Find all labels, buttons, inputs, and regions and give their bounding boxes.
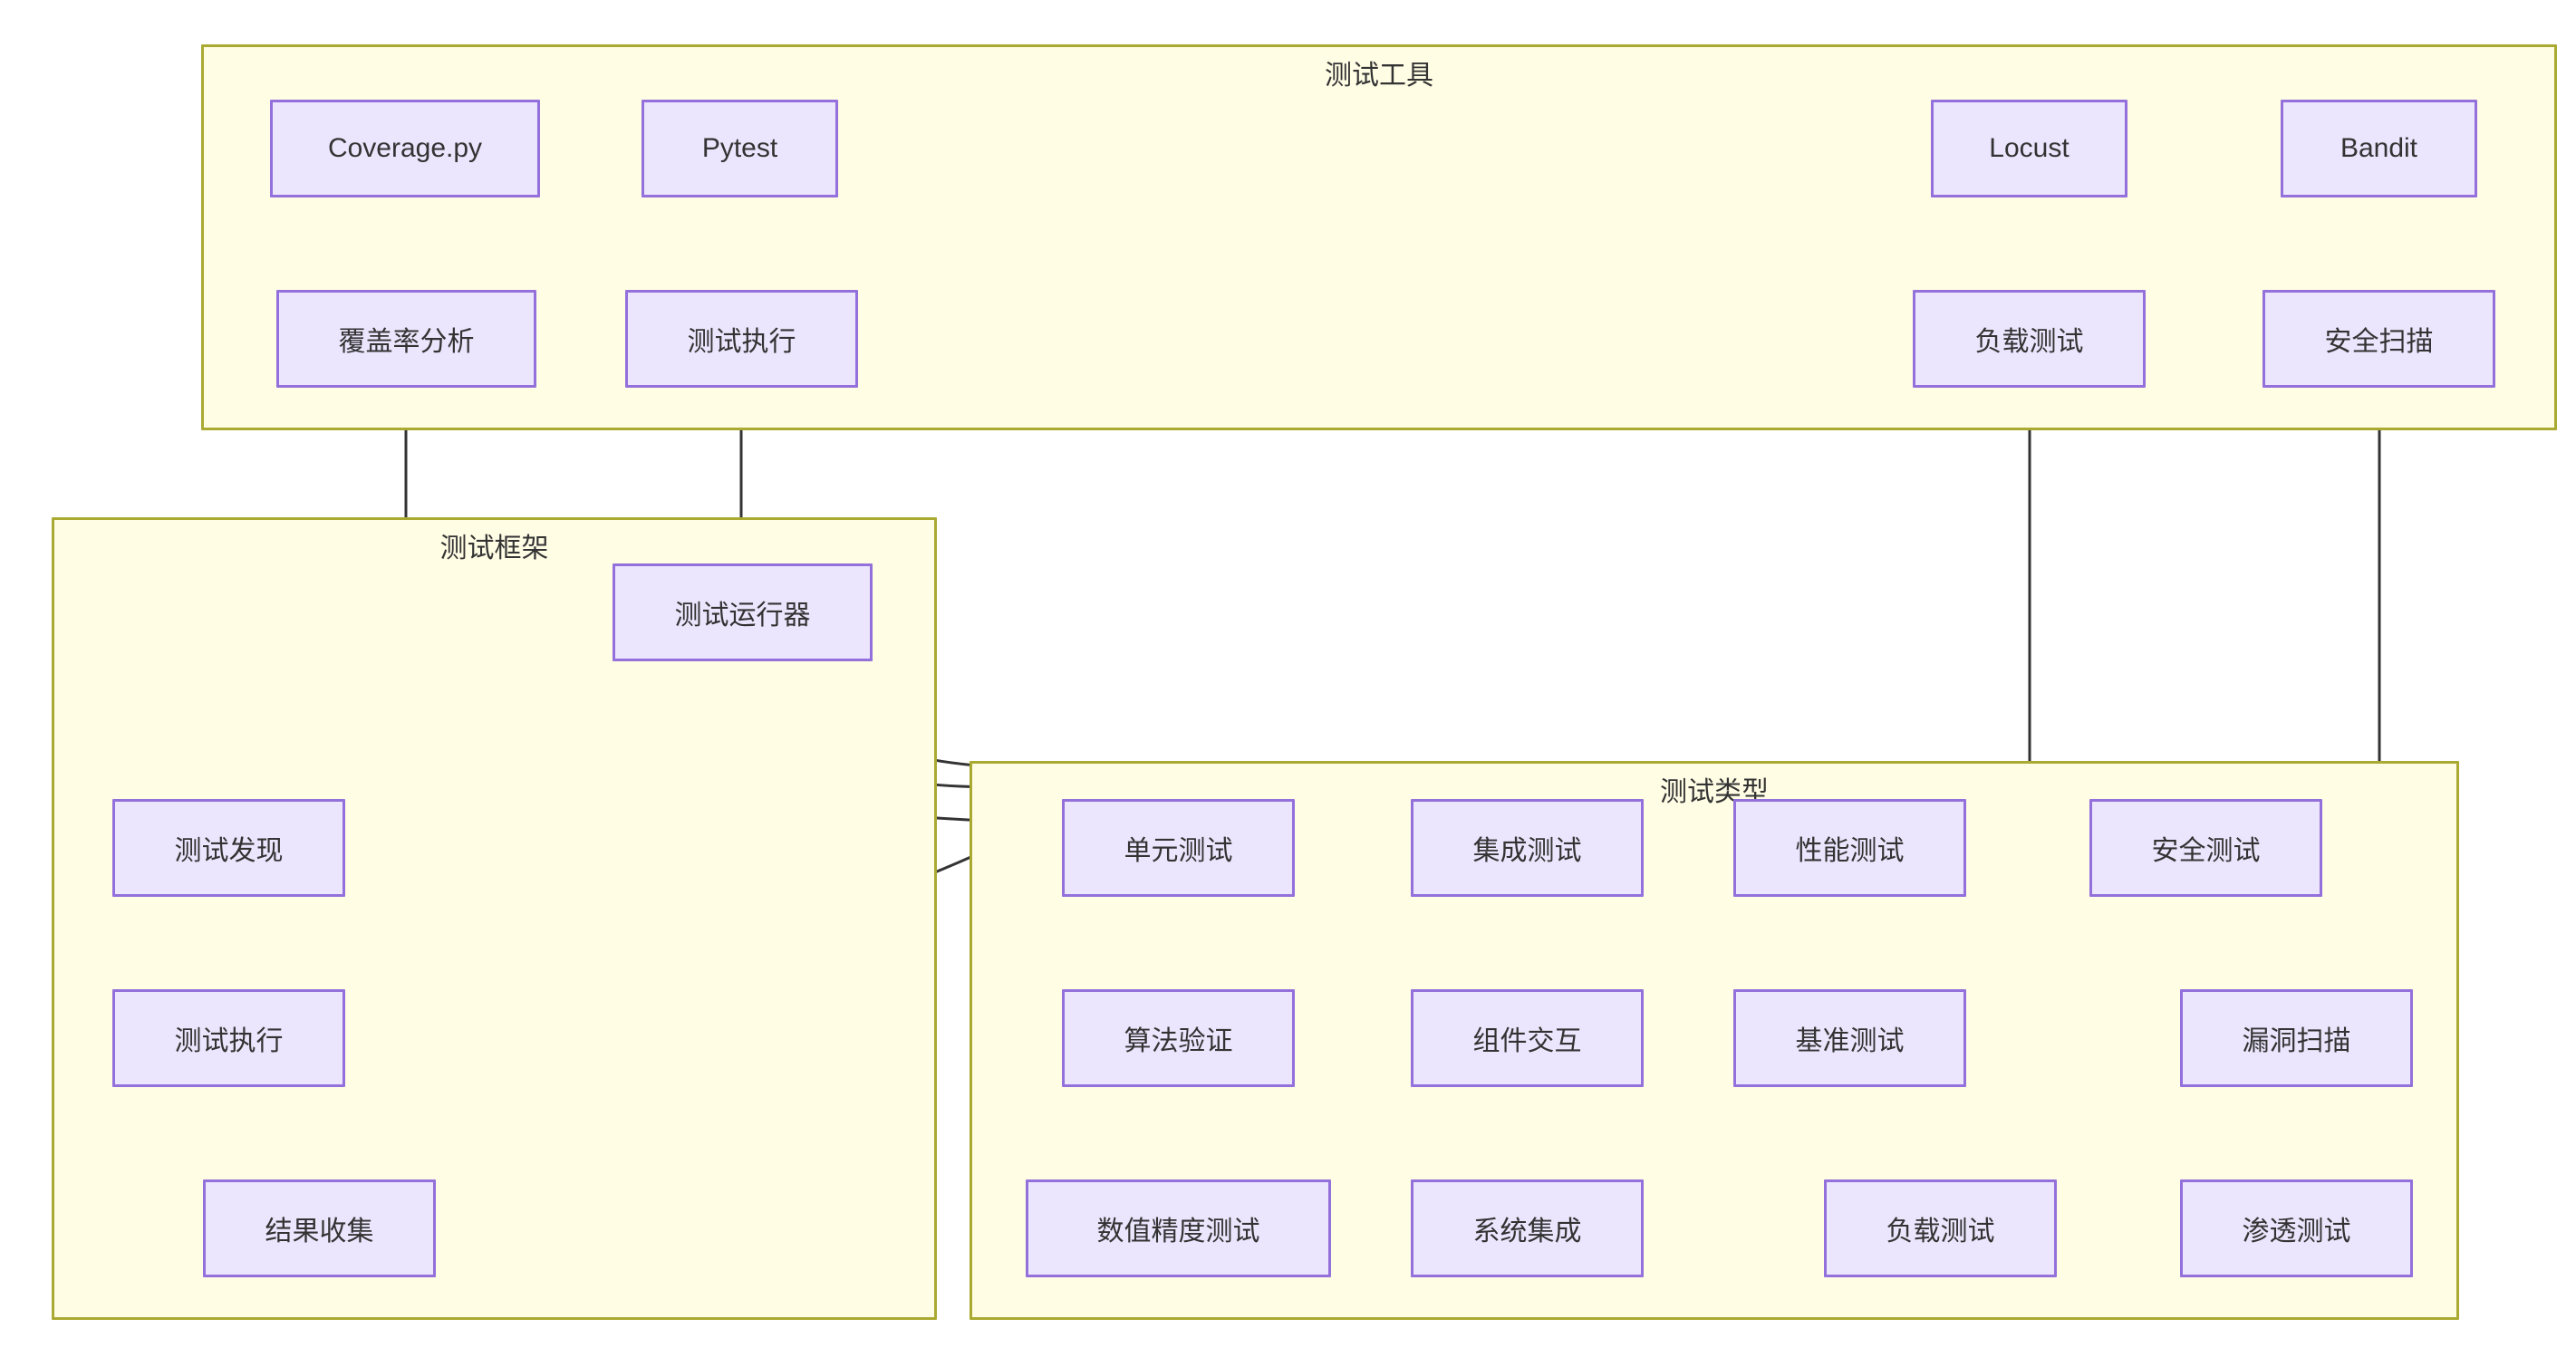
- node-algo[interactable]: 算法验证: [1062, 989, 1295, 1087]
- node-coverage[interactable]: Coverage.py: [270, 100, 540, 197]
- node-discovery[interactable]: 测试发现: [112, 799, 345, 897]
- cluster-label-framework: 测试框架: [439, 534, 549, 563]
- node-unit[interactable]: 单元测试: [1062, 799, 1295, 897]
- node-benchmark[interactable]: 基准测试: [1733, 989, 1966, 1087]
- node-integration[interactable]: 集成测试: [1411, 799, 1644, 897]
- node-pytest[interactable]: Pytest: [642, 100, 838, 197]
- node-performance[interactable]: 性能测试: [1733, 799, 1966, 897]
- node-locust[interactable]: Locust: [1931, 100, 2127, 197]
- node-collect[interactable]: 结果收集: [203, 1179, 436, 1277]
- node-penetration[interactable]: 渗透测试: [2180, 1179, 2413, 1277]
- node-security[interactable]: 安全测试: [2089, 799, 2322, 897]
- node-component[interactable]: 组件交互: [1411, 989, 1644, 1087]
- node-numeric[interactable]: 数值精度测试: [1026, 1179, 1331, 1277]
- cluster-label-tools: 测试工具: [1325, 61, 1433, 91]
- node-cov_analysis[interactable]: 覆盖率分析: [276, 290, 536, 388]
- node-vuln[interactable]: 漏洞扫描: [2180, 989, 2413, 1087]
- node-sec_scan[interactable]: 安全扫描: [2262, 290, 2495, 388]
- node-load_test_t[interactable]: 负载测试: [1913, 290, 2146, 388]
- node-runner[interactable]: 测试运行器: [613, 563, 873, 661]
- node-sysint[interactable]: 系统集成: [1411, 1179, 1644, 1277]
- node-load_test_y[interactable]: 负载测试: [1824, 1179, 2057, 1277]
- node-test_exec_f[interactable]: 测试执行: [112, 989, 345, 1087]
- node-bandit[interactable]: Bandit: [2281, 100, 2477, 197]
- node-test_exec_t[interactable]: 测试执行: [625, 290, 858, 388]
- cluster-tools: 测试工具: [201, 44, 2557, 430]
